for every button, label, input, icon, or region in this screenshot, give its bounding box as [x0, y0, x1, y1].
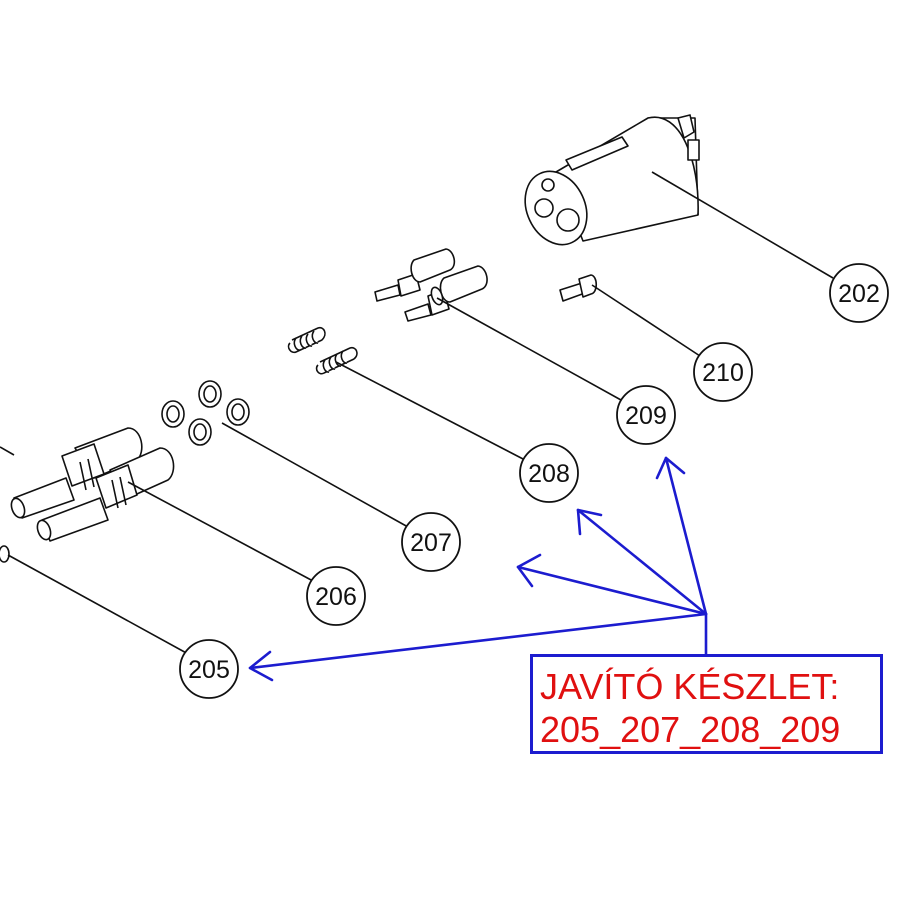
kit-arrows	[248, 456, 708, 682]
callout-209-label: 209	[625, 402, 667, 430]
callout-205-label: 205	[188, 656, 230, 684]
leader-207	[221, 422, 409, 528]
callout-207: 207	[401, 512, 461, 572]
callout-208: 208	[519, 443, 579, 503]
leader-lines	[7, 171, 834, 656]
part-202-housing	[524, 114, 700, 246]
part-209-valve-pins	[374, 248, 488, 322]
leader-206	[127, 481, 314, 582]
part-207-o-rings	[161, 380, 250, 446]
arrow-head-207	[516, 553, 542, 588]
part-206-pistons	[10, 427, 175, 542]
arrow-to-207	[516, 565, 708, 616]
repair-kit-box: JAVÍTÓ KÉSZLET: 205_207_208_209	[530, 654, 883, 754]
callout-208-label: 208	[528, 460, 570, 488]
leader-205	[7, 554, 191, 656]
arrow-to-205	[248, 612, 708, 670]
callout-210-label: 210	[702, 359, 744, 387]
callout-206-label: 206	[315, 583, 357, 611]
part-208-springs	[287, 326, 358, 375]
arrow-to-209	[664, 456, 708, 616]
arrow-head-209	[655, 456, 686, 480]
callout-207-label: 207	[410, 529, 452, 557]
part-205-fragment	[0, 446, 15, 563]
part-210-screw	[559, 274, 598, 302]
callout-205: 205	[179, 639, 239, 699]
callout-206: 206	[306, 566, 366, 626]
callout-209: 209	[616, 385, 676, 445]
leader-208	[335, 361, 526, 461]
arrow-head-208	[576, 508, 603, 536]
repair-kit-title: JAVÍTÓ KÉSZLET:	[540, 666, 840, 707]
callout-202-label: 202	[838, 280, 880, 308]
arrow-head-205	[248, 650, 274, 682]
repair-kit-part-numbers: 205_207_208_209	[540, 709, 841, 750]
callout-210: 210	[693, 342, 753, 402]
leader-210	[591, 284, 701, 357]
leader-209	[436, 297, 622, 401]
callout-202: 202	[829, 263, 889, 323]
leader-202	[651, 171, 834, 279]
arrow-to-208	[576, 508, 708, 616]
